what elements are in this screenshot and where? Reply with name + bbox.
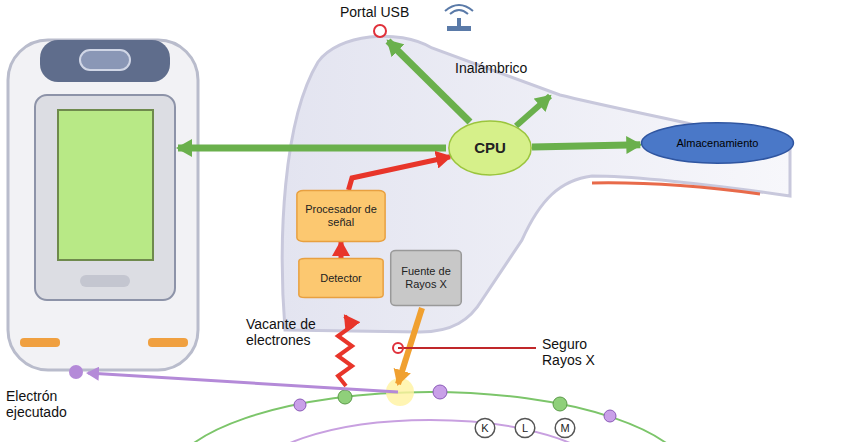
shell-circle: M [555,418,575,438]
node-text-group: Procesador de señal [296,200,386,231]
node-text-group: Almacenamiento [672,134,764,153]
shell-circle-shape [515,418,535,437]
shell-circle: L [515,418,535,438]
callout-label: Portal USB [340,4,409,20]
process-box-shape [297,191,385,242]
shell-circle: K [475,418,495,438]
storage-ellipse: Almacenamiento [640,122,795,164]
shell-circle-shape [475,418,495,437]
node-text-group: K [481,422,488,435]
cpu-circle-shape [449,121,531,175]
signal-arrow [349,157,451,190]
node-text-group: CPU [469,136,511,159]
cpu-circle: CPU [448,120,532,176]
callout-label: Electrón ejecutado [6,388,94,420]
process-box: Procesador de señal [296,190,386,242]
node-text-group: L [522,422,528,435]
process-box-shape [299,258,383,297]
signal-arrow [339,242,344,258]
node-text-group: M [560,422,569,435]
node-text-group: Detector [315,269,367,288]
node-label: Almacenamiento [672,134,764,153]
callout-label: Seguro Rayos X [542,336,614,368]
node-text-group: Fuente de Rayos X [390,262,462,293]
node-label: Detector [315,269,367,288]
shell-circle-shape [555,418,575,437]
callout-label: Inalámbrico [455,60,527,76]
node-label: Fuente de Rayos X [390,262,462,293]
node-label: K [481,422,488,435]
callout-label: Vacante de electrones [246,316,334,348]
node-label: M [560,422,569,435]
process-box: Detector [298,258,384,298]
node-label: CPU [469,136,511,159]
storage-ellipse-shape [642,123,794,163]
source-box: Fuente de Rayos X [390,250,462,306]
node-label: Procesador de señal [296,200,386,231]
source-box-shape [391,251,462,306]
signal-arrow [532,145,640,147]
node-label: L [522,422,528,435]
